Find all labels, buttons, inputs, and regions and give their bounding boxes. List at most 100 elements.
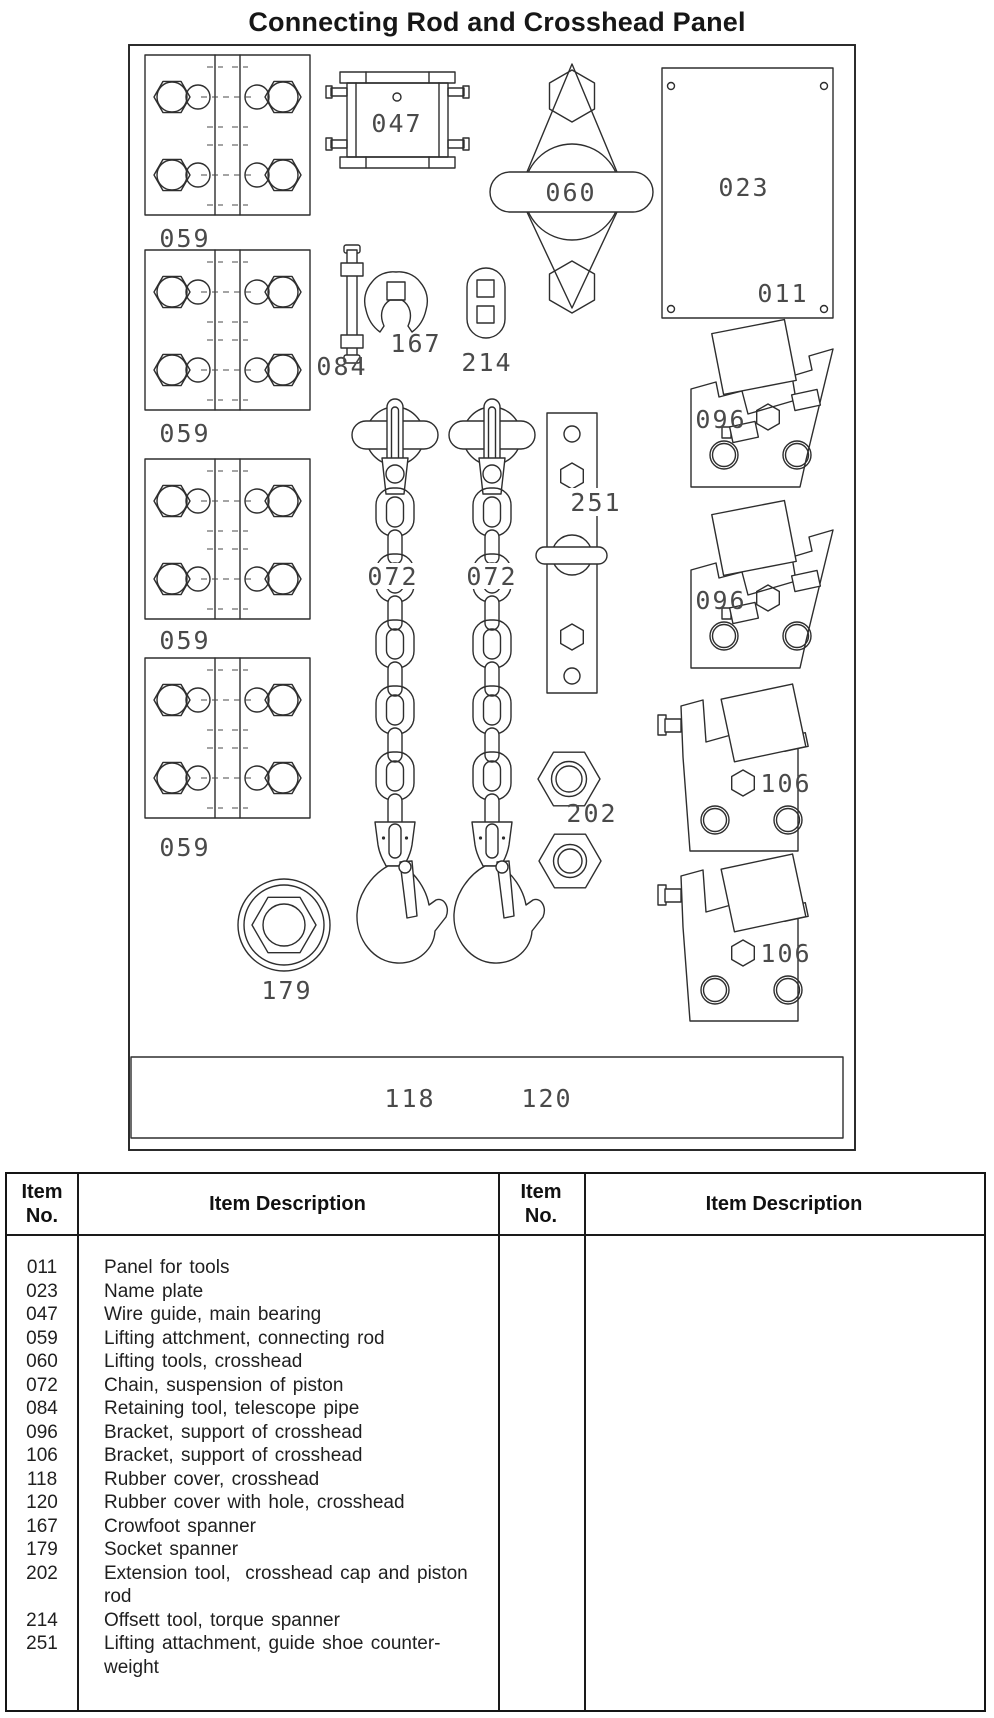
part-label-214: 214	[461, 348, 512, 377]
item-no-cell: 011	[26, 1257, 58, 1278]
item-description-cell: Name plate	[104, 1280, 204, 1302]
part-label-047: 047	[371, 109, 422, 138]
table-row: 084 Retaining tool, telescope pipe	[7, 1397, 984, 1421]
table-divider	[584, 1174, 586, 1710]
item-no-cell: 060	[26, 1351, 58, 1372]
part-label-106-1: 106	[760, 769, 811, 798]
item-description-cell: Socket spanner	[104, 1539, 239, 1560]
part-label-096-2: 096	[695, 586, 746, 615]
part-label-060: 060	[545, 178, 596, 207]
item-description-cell: Bracket, support of crosshead	[104, 1445, 363, 1466]
part-023-name-plate	[661, 67, 834, 319]
item-no-cell: 251	[26, 1633, 58, 1654]
part-059-block-1	[145, 55, 310, 215]
item-no-cell: 059	[26, 1327, 58, 1349]
header-item-description-right: Item Description	[705, 1193, 863, 1215]
part-096-bracket-2	[691, 501, 833, 668]
part-label-106-2: 106	[760, 939, 811, 968]
part-label-202: 202	[566, 799, 617, 828]
page-title: Connecting Rod and Crosshead Panel	[248, 7, 746, 37]
item-no-cell: 202	[26, 1562, 58, 1584]
part-label-118: 118	[384, 1084, 435, 1113]
part-059-block-3	[145, 459, 310, 619]
item-no-cell: 179	[26, 1539, 58, 1560]
table-row: 106 Bracket, support of crosshead	[7, 1444, 984, 1468]
part-096-bracket-1	[691, 320, 833, 487]
table-row: 059 Lifting attchment, connecting rod	[7, 1327, 984, 1351]
table-row: 251 Lifting attachment, guide shoe counte…	[7, 1632, 984, 1679]
item-description-cell: Lifting attachment, guide shoe counter- …	[104, 1633, 441, 1678]
part-label-179: 179	[261, 976, 312, 1005]
table-row: 202 Extension tool, crosshead cap and pis…	[7, 1562, 984, 1609]
part-label-023: 023	[718, 173, 769, 202]
table-row: 011 Panel for tools	[7, 1256, 984, 1280]
part-label-059-4: 059	[159, 833, 210, 862]
item-no-cell: 118	[26, 1468, 58, 1490]
part-059-block-2	[145, 250, 310, 410]
part-060-lifting-tool	[489, 63, 654, 314]
part-label-096-1: 096	[695, 405, 746, 434]
part-167-crowfoot-spanner	[363, 271, 429, 333]
item-no-cell: 167	[26, 1515, 58, 1537]
item-description-cell: Offsett tool, torque spanner	[104, 1609, 340, 1631]
item-no-cell: 023	[26, 1280, 58, 1302]
part-label-167: 167	[390, 329, 441, 358]
table-row: 060 Lifting tools, crosshead	[7, 1350, 984, 1374]
part-106-bracket-2	[658, 854, 808, 1021]
item-no-cell: 106	[26, 1445, 58, 1466]
item-no-cell: 072	[26, 1374, 58, 1396]
item-description-cell: Crowfoot spanner	[104, 1515, 256, 1537]
table-row: 118 Rubber cover, crosshead	[7, 1468, 984, 1492]
table-row: 023 Name plate	[7, 1280, 984, 1304]
part-202-extension-tool	[537, 751, 602, 889]
item-description-cell: Panel for tools	[104, 1257, 230, 1278]
part-label-059-3: 059	[159, 626, 210, 655]
part-label-084: 084	[316, 352, 367, 381]
table-divider	[77, 1174, 79, 1710]
item-table: Item No. Item Description Item No. Item …	[5, 1172, 986, 1712]
item-description-cell: Lifting attchment, connecting rod	[104, 1327, 385, 1349]
item-description-cell: Extension tool, crosshead cap and piston…	[104, 1562, 468, 1608]
item-description-cell: Bracket, support of crosshead	[104, 1421, 363, 1443]
part-label-072-1: 072	[367, 562, 418, 591]
header-item-description-left: Item Description	[209, 1193, 366, 1215]
item-no-cell: 047	[26, 1304, 58, 1325]
part-label-120: 120	[521, 1084, 572, 1113]
table-header-divider	[7, 1234, 984, 1236]
part-214-offset-tool	[466, 267, 506, 339]
item-no-cell: 214	[26, 1609, 58, 1631]
part-106-bracket-1	[658, 684, 808, 851]
item-no-cell: 120	[26, 1492, 58, 1513]
part-179-socket-spanner	[237, 878, 331, 972]
part-072-chain-1	[352, 399, 447, 963]
tool-panel-border	[128, 44, 856, 1151]
part-label-059-1: 059	[159, 224, 210, 253]
item-description-cell: Retaining tool, telescope pipe	[104, 1398, 360, 1419]
table-row: 179 Socket spanner	[7, 1538, 984, 1562]
part-047-wire-guide	[325, 71, 470, 169]
part-084-retaining-tool	[340, 244, 364, 364]
part-059-block-4	[145, 658, 310, 818]
table-row: 214 Offsett tool, torque spanner	[7, 1609, 984, 1633]
part-label-251: 251	[570, 488, 621, 517]
part-label-011: 011	[757, 279, 808, 308]
part-072-chain-2	[449, 399, 544, 963]
item-no-cell: 096	[26, 1421, 58, 1443]
header-item-no-left: Item No.	[21, 1181, 63, 1227]
part-label-059-2: 059	[159, 419, 210, 448]
part-label-072-2: 072	[466, 562, 517, 591]
part-251-lifting-attachment	[535, 412, 608, 694]
item-description-cell: Lifting tools, crosshead	[104, 1351, 303, 1372]
header-item-no-right: Item No.	[520, 1181, 562, 1227]
table-row: 096 Bracket, support of crosshead	[7, 1421, 984, 1445]
table-row: 167 Crowfoot spanner	[7, 1515, 984, 1539]
table-divider	[498, 1174, 500, 1710]
item-no-cell: 084	[26, 1398, 58, 1419]
item-description-cell: Rubber cover, crosshead	[104, 1468, 320, 1490]
